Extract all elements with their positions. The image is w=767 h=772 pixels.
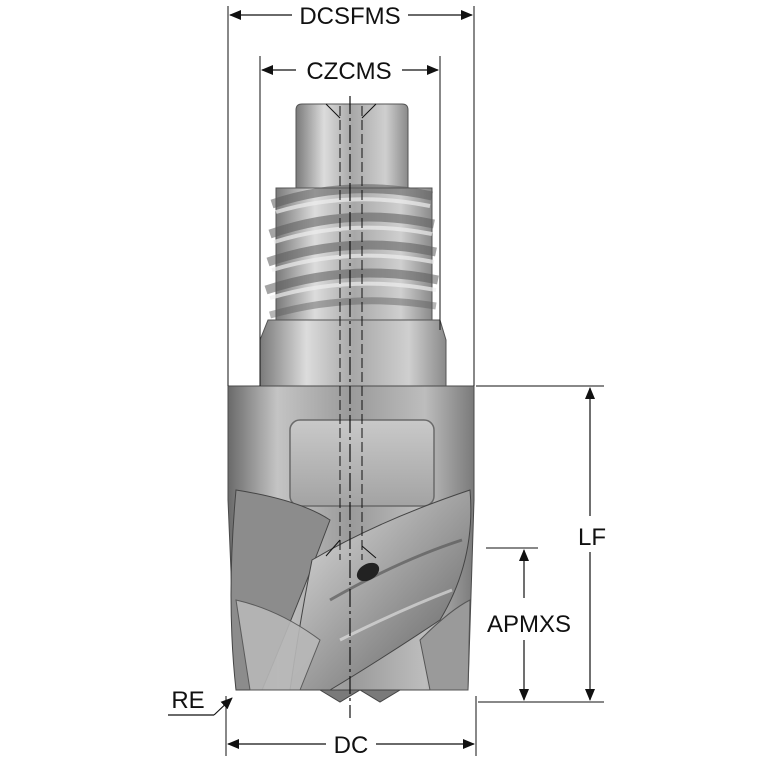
dim-dcsfms: DCSFMS: [227, 3, 475, 386]
pilot-shank: [295, 103, 409, 189]
re-label: RE: [171, 687, 204, 714]
cutter-body: [227, 103, 475, 703]
dc-label: DC: [334, 732, 369, 759]
lf-label: LF: [578, 524, 606, 551]
thread-section: [264, 184, 439, 321]
dim-re: RE: [168, 687, 233, 716]
coolant-channel-tip: [325, 103, 377, 559]
flutes: [230, 489, 472, 703]
dim-czcms: CZCMS: [259, 56, 441, 386]
dim-lf: LF: [476, 385, 606, 703]
coolant-hole: [356, 562, 380, 582]
dim-apmxs: APMXS: [486, 547, 571, 701]
dim-dc: DC: [225, 696, 477, 759]
dcsfms-label: DCSFMS: [299, 3, 400, 30]
neck-taper: [259, 319, 447, 387]
apmxs-label: APMXS: [487, 611, 571, 638]
czcms-label: CZCMS: [306, 58, 391, 85]
